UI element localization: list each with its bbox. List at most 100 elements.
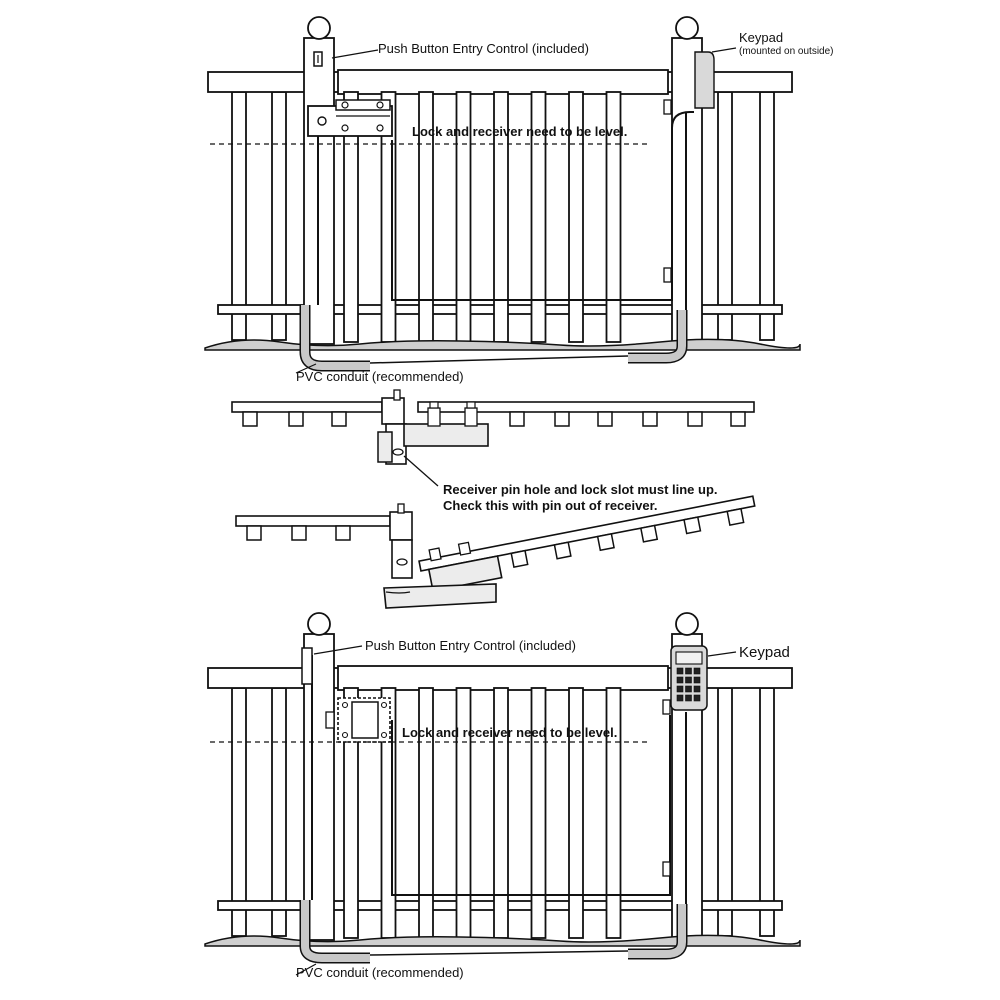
top-hinges [663,99,672,283]
leader-line [331,49,379,59]
picket-ends [246,525,351,541]
picket-end [683,516,702,535]
bottom-push-button-label: Push Button Entry Control (included) [365,638,576,653]
gate-top-rail [337,665,669,691]
leader-line [295,363,317,374]
keypad-key [685,685,692,693]
top-lock [307,99,393,137]
push-button-icon [301,647,313,685]
fence-picket [271,687,287,937]
picket-end [509,411,525,427]
picket-end [553,541,572,560]
hinge-icon [663,267,672,283]
keypad-key [693,667,701,675]
top-keypad-sublabel: (mounted on outside) [739,46,834,57]
top-push-button [313,51,323,67]
bottom-pvc-conduit [299,900,688,964]
top-keypad-label: Keypad [739,30,783,45]
picket-end [726,507,745,526]
picket-end [331,411,347,427]
fence-picket [271,91,287,341]
bottom-push-button [301,647,313,685]
picket-end [597,411,613,427]
picket-ends [510,507,745,568]
gate-top-rail [337,69,669,95]
keypad-key [685,694,692,702]
gate-picket [530,687,547,939]
top-conduit-label: PVC conduit (recommended) [296,369,464,384]
gate-picket [530,91,547,343]
picket-end [510,549,529,568]
picket-ends [242,411,746,427]
keypad-key [676,676,684,684]
gate-picket [343,91,359,343]
hinge-icon [662,861,671,877]
keypad-key [676,685,684,693]
fence-picket [759,91,775,341]
top-pvc-conduit [299,305,688,372]
picket-end [288,411,304,427]
keypad-key [676,694,684,702]
picket-end [596,533,615,552]
picket-end [554,411,570,427]
receiver-icon [325,711,335,729]
leader-line [313,645,363,655]
picket-end [687,411,703,427]
bottom-wiring [311,655,687,904]
keypad-key [685,667,692,675]
lock-aligned [403,401,489,447]
alignment-note-line-1: Receiver pin hole and lock slot must lin… [443,482,718,497]
bottom-conduit-label: PVC conduit (recommended) [296,965,464,980]
keypad-key [693,694,701,702]
keypad-icon [694,51,715,109]
keypad-key [693,676,701,684]
gate-picket [605,687,622,939]
lock-icon [317,116,327,126]
swung-detail [235,495,756,609]
right-rail-section [417,401,755,413]
hinge-icon [663,99,672,115]
gate-picket [605,91,622,343]
swung-rail-section [418,495,756,572]
hinge-icon [662,699,671,715]
fence-picket [231,687,247,937]
keypad-key [676,667,684,675]
top-wiring [317,111,694,310]
lock-icon [403,423,489,447]
picket-end [291,525,307,541]
picket-end [730,411,746,427]
gate-picket [568,687,584,939]
keypad-key [693,685,701,693]
bottom-gate-diagram: Push Button Entry Control (included) Key… [204,612,801,980]
picket-end [639,524,659,543]
post-cap-icon [675,16,699,40]
picket-end [335,525,351,541]
top-level-note: Lock and receiver need to be level. [412,124,627,139]
leader-line [711,47,737,53]
leader-line [403,455,439,487]
left-rail-section [235,515,391,527]
bottom-lock [325,697,391,743]
bottom-level-note: Lock and receiver need to be level. [402,725,617,740]
fence-picket [231,91,247,341]
leader-line [295,963,317,976]
bottom-hinges [662,699,671,877]
aligned-detail: Receiver pin hole and lock slot must lin… [231,389,755,513]
fence-picket [717,687,733,937]
post-cap-icon [675,612,699,636]
picket-end [642,411,658,427]
post-cap-icon [307,16,331,40]
top-keypad [694,51,715,109]
left-rail-section [231,401,383,413]
post-cap-icon [307,612,331,636]
gate-picket [343,687,359,939]
picket-end [242,411,258,427]
receiver-aligned [377,389,407,465]
picket-end [246,525,262,541]
bottom-keypad-label: Keypad [739,644,790,661]
leader-line [707,651,737,657]
receiver-swung [383,503,497,609]
top-push-button-label: Push Button Entry Control (included) [378,41,589,56]
